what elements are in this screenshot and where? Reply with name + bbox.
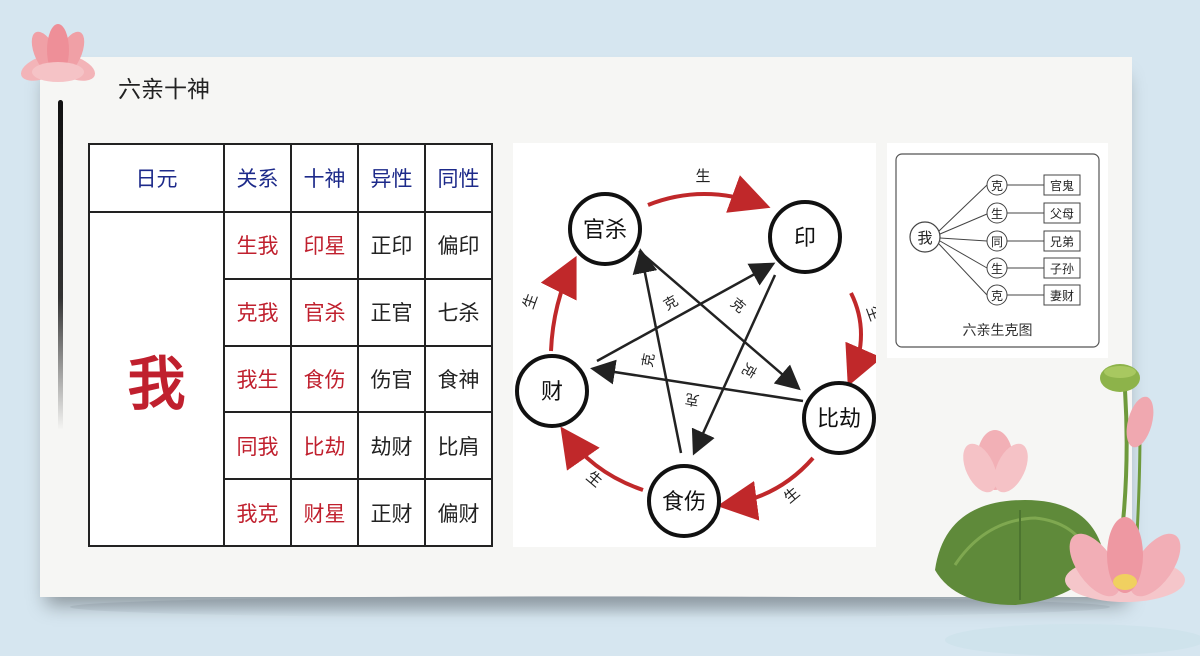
relation-cell: 我克 [223, 478, 292, 547]
svg-text:子孙: 子孙 [1050, 262, 1074, 276]
sheng-arrow [845, 292, 883, 387]
svg-text:克: 克 [991, 289, 1003, 303]
same-sex-cell: 偏印 [424, 211, 493, 280]
opposite-sex-cell: 正印 [357, 211, 426, 280]
ke-label: 克 [727, 295, 748, 316]
relation-cell: 克我 [223, 277, 292, 347]
svg-text:妻财: 妻财 [1050, 289, 1074, 303]
ke-arrow [596, 262, 776, 363]
table-header-row: 日元 关系 十神 异性 同性 [88, 143, 493, 213]
shishen-cell: 印星 [290, 211, 359, 280]
ke-arrow [590, 359, 804, 403]
svg-text:比劫: 比劫 [817, 407, 861, 432]
liuqin-mini-diagram: 我 克 生 同 生 克 [887, 143, 1108, 358]
sheng-arrow [540, 255, 577, 352]
svg-text:财: 财 [541, 380, 563, 405]
sheng-arrow [647, 175, 771, 213]
opposite-sex-cell: 伤官 [357, 344, 426, 414]
node-shishang: 食伤 [647, 464, 721, 538]
sheng-label: 生 [863, 303, 876, 323]
same-sex-cell: 比肩 [424, 411, 493, 481]
svg-text:同: 同 [991, 235, 1003, 249]
svg-text:官杀: 官杀 [583, 218, 627, 243]
mini-target: 兄弟 [1043, 230, 1081, 252]
day-master-cell: 我 [88, 211, 225, 547]
mini-target: 妻财 [1043, 284, 1081, 306]
shishen-cell: 食伤 [290, 344, 359, 414]
lotus-flower-icon [20, 24, 96, 82]
mini-link: 生 [986, 202, 1008, 224]
lotus-pond-decoration [935, 364, 1200, 656]
same-sex-cell: 七杀 [424, 277, 493, 347]
opposite-sex-cell: 劫财 [357, 411, 426, 481]
mini-link: 克 [986, 284, 1008, 306]
header-cell: 十神 [290, 143, 359, 213]
ke-arrow [632, 248, 683, 454]
svg-text:生: 生 [991, 262, 1003, 276]
table-row: 我生 食伤 伤官 食神 [89, 344, 493, 414]
header-cell: 同性 [424, 143, 493, 213]
svg-text:印: 印 [794, 226, 816, 251]
svg-text:生: 生 [991, 207, 1003, 221]
svg-text:食伤: 食伤 [662, 490, 706, 515]
node-yin: 印 [768, 200, 842, 274]
sheng-arrow [560, 426, 644, 492]
opposite-sex-cell: 正财 [357, 478, 426, 547]
shishen-cell: 官杀 [290, 277, 359, 347]
header-cell: 日元 [88, 143, 225, 213]
mini-link: 克 [986, 174, 1008, 196]
ke-label: 克 [738, 360, 759, 380]
table-row: 我 生我 印星 正印 偏印 [88, 211, 493, 547]
svg-text:克: 克 [991, 179, 1003, 193]
ke-arrow [691, 274, 777, 456]
mini-link: 同 [986, 230, 1008, 252]
table-row: 同我 比劫 劫财 比肩 [89, 411, 493, 481]
relation-cell: 同我 [223, 411, 292, 481]
header-cell: 关系 [223, 143, 292, 213]
mini-target: 父母 [1043, 202, 1081, 224]
sheng-label: 生 [695, 167, 710, 185]
svg-text:兄弟: 兄弟 [1050, 235, 1074, 249]
mini-caption: 六亲生克图 [962, 323, 1033, 339]
header-cell: 异性 [357, 143, 426, 213]
node-bijie: 比劫 [802, 381, 876, 455]
ke-arrow [638, 250, 801, 391]
relation-cell: 生我 [223, 211, 292, 280]
sheng-arrow [717, 456, 815, 521]
shishen-cell: 比劫 [290, 411, 359, 481]
svg-text:父母: 父母 [1050, 207, 1074, 221]
svg-text:官鬼: 官鬼 [1050, 178, 1074, 193]
shishen-cell: 财星 [290, 478, 359, 547]
sheng-label: 生 [780, 483, 803, 506]
mini-target: 子孙 [1043, 257, 1081, 279]
ink-brush-stroke [58, 100, 63, 430]
table-row: 克我 官杀 正官 七杀 [89, 277, 493, 347]
mini-target: 官鬼 [1043, 174, 1081, 196]
ke-label: 克 [640, 352, 658, 369]
mini-center: 我 [917, 229, 932, 247]
same-sex-cell: 偏财 [424, 478, 493, 547]
slide-shadow [70, 596, 1110, 618]
relation-cell: 我生 [223, 344, 292, 414]
ke-label: 克 [684, 390, 701, 408]
page-title: 六亲十神 [118, 77, 210, 103]
node-guansha: 官杀 [568, 192, 642, 266]
ke-label: 克 [661, 293, 681, 314]
wuxing-cycle-diagram: 官杀 印 比劫 食伤 财 生 生 生 生 生 克 克 克 克 克 [513, 143, 885, 547]
sheng-label: 生 [519, 291, 541, 311]
mini-link: 生 [986, 257, 1008, 279]
node-cai: 财 [515, 354, 589, 428]
table-row: 我克 财星 正财 偏财 [89, 478, 493, 547]
same-sex-cell: 食神 [424, 344, 493, 414]
shishen-table: 日元 关系 十神 异性 同性 我 生我 印星 正印 偏印 克我 官杀 正官 七杀… [88, 143, 493, 547]
opposite-sex-cell: 正官 [357, 277, 426, 347]
